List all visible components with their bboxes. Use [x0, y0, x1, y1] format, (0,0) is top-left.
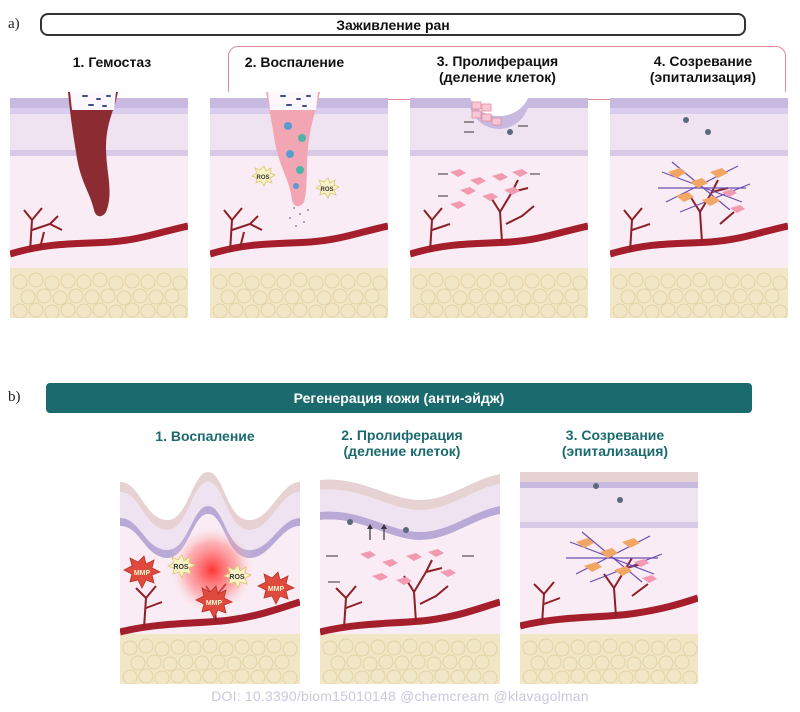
stage-a1-line1: 1. Гемостаз — [72, 54, 152, 70]
panel-a2-inflammation: ROS ROS — [210, 92, 388, 318]
section-a-title: Заживление ран — [40, 13, 746, 36]
doi-footer: DOI: 10.3390/biom15010148 @chemcream @kl… — [211, 688, 589, 704]
panel-a4-illustration — [610, 92, 788, 318]
mmp-burst-b1-left — [123, 555, 161, 589]
ros-label-a2-left: ROS — [256, 175, 269, 181]
stage-a1-title: 1. Гемостаз — [52, 54, 172, 70]
mmp-label-b1-right: MMP — [268, 586, 285, 593]
mmp-label-b1-bottom: MMP — [206, 600, 223, 607]
ros-burst-a2-left — [251, 165, 276, 187]
panel-a2-illustration: ROS ROS — [210, 92, 388, 318]
section-a-label: a) — [8, 16, 20, 32]
stage-a4-line2: (эпитализация) — [649, 69, 757, 85]
mmp-burst-b1-right — [257, 571, 295, 605]
stage-a4-line1: 4. Созревание — [653, 53, 753, 69]
stage-b2-line1: 2. Пролиферация — [341, 427, 463, 443]
stage-a3-line1: 3. Пролиферация — [436, 53, 559, 69]
panel-b2-proliferation — [320, 466, 500, 684]
ros-burst-b1-right — [222, 564, 253, 590]
section-b-title: Регенерация кожи (анти-эйдж) — [46, 383, 752, 413]
section-b-label: b) — [8, 389, 21, 405]
stage-b2-line2: (деление клеток) — [343, 443, 461, 459]
mmp-label-b1-left: MMP — [134, 570, 151, 577]
stage-b2-title: 2. Пролиферация (деление клеток) — [322, 427, 482, 459]
panel-a3-illustration — [410, 92, 588, 318]
panel-a3-proliferation — [410, 92, 588, 318]
panel-b3-maturation — [520, 466, 698, 684]
stage-b1-line1: 1. Воспаление — [155, 428, 255, 444]
panel-a1-illustration — [10, 92, 188, 318]
ros-label-a2-right: ROS — [320, 187, 333, 193]
mmp-burst-b1-bottom — [195, 585, 233, 619]
stage-a3-title: 3. Пролиферация (деление клеток) — [420, 53, 575, 85]
stage-b3-line2: (эпитализация) — [561, 443, 669, 459]
stage-a3-line2: (деление клеток) — [439, 69, 556, 85]
panel-b1-illustration: ROS ROS MMP MMP MMP — [120, 462, 300, 684]
stage-b3-line1: 3. Созревание — [565, 427, 665, 443]
ros-burst-a2-right — [315, 177, 340, 199]
ros-label-b1-left: ROS — [173, 564, 189, 571]
ros-burst-b1-left — [166, 554, 197, 580]
stage-a2-title: 2. Воспаление — [232, 54, 357, 70]
stage-a2-line1: 2. Воспаление — [244, 54, 345, 70]
stage-b3-title: 3. Созревание (эпитализация) — [540, 427, 690, 459]
panel-b2-illustration — [320, 466, 500, 684]
panel-a4-maturation — [610, 92, 788, 318]
stage-a4-title: 4. Созревание (эпитализация) — [628, 53, 778, 85]
stage-b1-title: 1. Воспаление — [140, 428, 270, 444]
panel-b3-illustration — [520, 466, 698, 684]
panel-b1-inflammation: ROS ROS MMP MMP MMP — [120, 462, 300, 684]
panel-a1-hemostasis — [10, 92, 188, 318]
ros-label-b1-right: ROS — [229, 574, 245, 581]
